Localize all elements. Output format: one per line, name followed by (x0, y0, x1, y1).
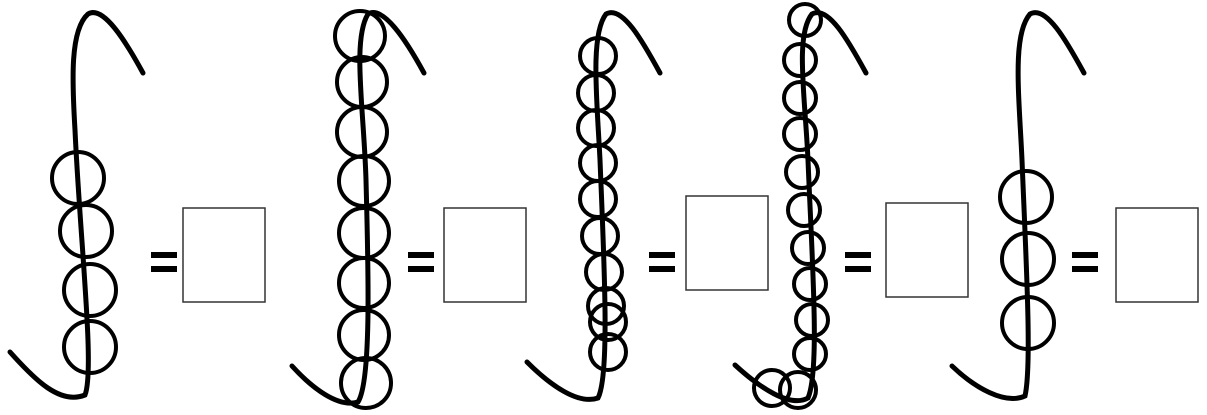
beads (576, 36, 628, 372)
bead (588, 332, 628, 372)
bead-string (7, 10, 146, 400)
beads (752, 2, 830, 410)
bead (787, 2, 823, 38)
bead (588, 302, 628, 342)
bead (339, 356, 393, 410)
bead (782, 42, 818, 78)
panel-3 (524, 10, 769, 402)
bead (782, 80, 818, 116)
bead (62, 262, 118, 318)
bead (778, 370, 818, 410)
answer-box[interactable] (885, 202, 969, 298)
beads (333, 9, 393, 410)
bead (790, 230, 826, 266)
bead (792, 266, 828, 302)
bead (1000, 295, 1056, 351)
equals-sign (1072, 252, 1098, 272)
beads (50, 150, 118, 375)
bead (58, 203, 114, 259)
bead-string (524, 10, 663, 402)
bead (752, 368, 792, 408)
bead (586, 286, 626, 326)
beads (998, 169, 1056, 351)
answer-box[interactable] (685, 195, 769, 291)
answer-box[interactable] (443, 207, 527, 303)
bead (1000, 231, 1056, 287)
bead (62, 319, 118, 375)
bead (792, 336, 828, 372)
panel-5 (949, 10, 1199, 401)
bead (782, 116, 818, 152)
equals-sign (845, 252, 871, 272)
bead (333, 9, 387, 63)
panel-2 (289, 9, 527, 410)
bead (794, 302, 830, 338)
equals-sign (649, 252, 675, 272)
panel-4 (732, 2, 969, 410)
bead (50, 150, 106, 206)
panel-1 (7, 10, 266, 400)
equals-sign (151, 252, 177, 272)
answer-box[interactable] (182, 207, 266, 303)
equals-sign (408, 252, 434, 272)
bead (784, 154, 820, 190)
bead (998, 169, 1054, 225)
answer-box[interactable] (1115, 207, 1199, 303)
bead (786, 192, 822, 228)
